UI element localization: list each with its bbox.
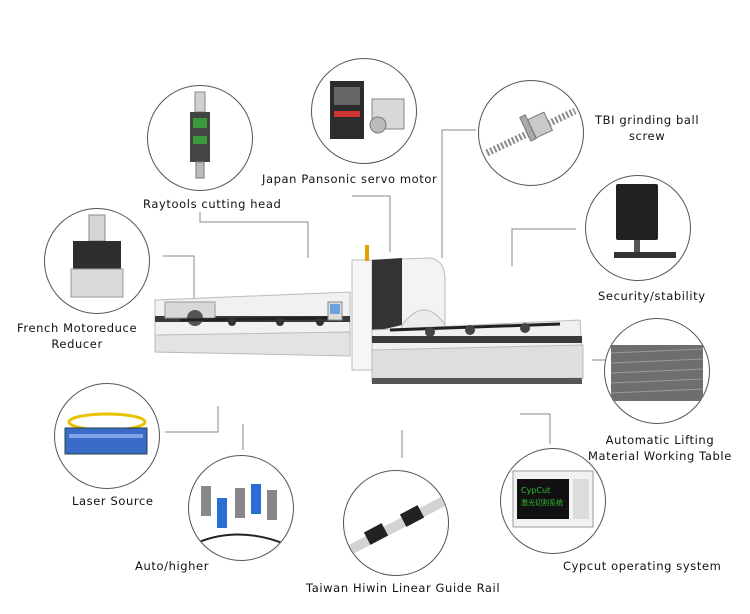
working-table-icon — [610, 345, 704, 401]
laser-source-icon — [64, 412, 148, 455]
tube-laser-machine — [154, 245, 584, 384]
label-motoreduce-line1: French Motoreduce — [17, 321, 138, 335]
screen-subtitle: 激光切割系统 — [521, 498, 563, 507]
label-raytools: Raytools cutting head — [143, 197, 282, 211]
circle-servo — [311, 58, 417, 164]
label-guiderail: Taiwan Hiwin Linear Guide Rail — [306, 581, 501, 595]
label-ballscrew-line1: TBI grinding ball — [595, 113, 700, 127]
circle-guiderail — [343, 470, 449, 576]
line-laser — [165, 406, 219, 433]
label-laser: Laser Source — [72, 494, 154, 508]
label-autohigher: Auto/higher — [135, 559, 210, 573]
screen-title: CypCut — [521, 486, 550, 495]
label-cypcut: Cypcut operating system — [563, 559, 722, 573]
sensor-icon — [198, 484, 286, 545]
cutting-head-icon — [190, 91, 210, 179]
line-motoreduce — [163, 255, 195, 306]
label-lifting-line1: Automatic Lifting — [605, 433, 715, 447]
reducer-icon — [70, 214, 124, 298]
circle-raytools — [147, 85, 253, 191]
circle-cypcut: CypCut 激光切割系统 — [500, 448, 606, 554]
line-servo — [352, 195, 391, 252]
servo-motor-icon — [330, 81, 405, 139]
circle-lifting — [604, 318, 710, 424]
label-security: Security/stability — [598, 289, 706, 303]
line-security — [511, 228, 576, 266]
label-ballscrew: TBI grinding ball screw — [595, 112, 699, 144]
line-cypcut — [520, 413, 551, 444]
guide-rail-icon — [345, 496, 447, 556]
circle-autohigher — [188, 455, 294, 561]
circle-ballscrew — [478, 80, 584, 186]
label-lifting-line2: Material Working Table — [588, 449, 732, 463]
label-motoreduce-line2: Reducer — [51, 337, 103, 351]
ball-screw-icon — [485, 107, 577, 157]
circle-security — [585, 175, 691, 281]
circle-laser — [54, 383, 160, 489]
label-lifting: Automatic Lifting Material Working Table — [588, 432, 732, 464]
label-ballscrew-line2: screw — [628, 129, 666, 143]
line-ballscrew — [441, 129, 476, 258]
label-motoreduce: French Motoreduce Reducer — [17, 320, 137, 352]
monitor-icon — [614, 184, 676, 258]
line-raytools — [199, 212, 309, 258]
label-servo: Japan Pansonic servo motor — [262, 172, 438, 186]
software-screen-icon: CypCut 激光切割系统 — [512, 470, 594, 528]
circle-motoreduce — [44, 208, 150, 314]
